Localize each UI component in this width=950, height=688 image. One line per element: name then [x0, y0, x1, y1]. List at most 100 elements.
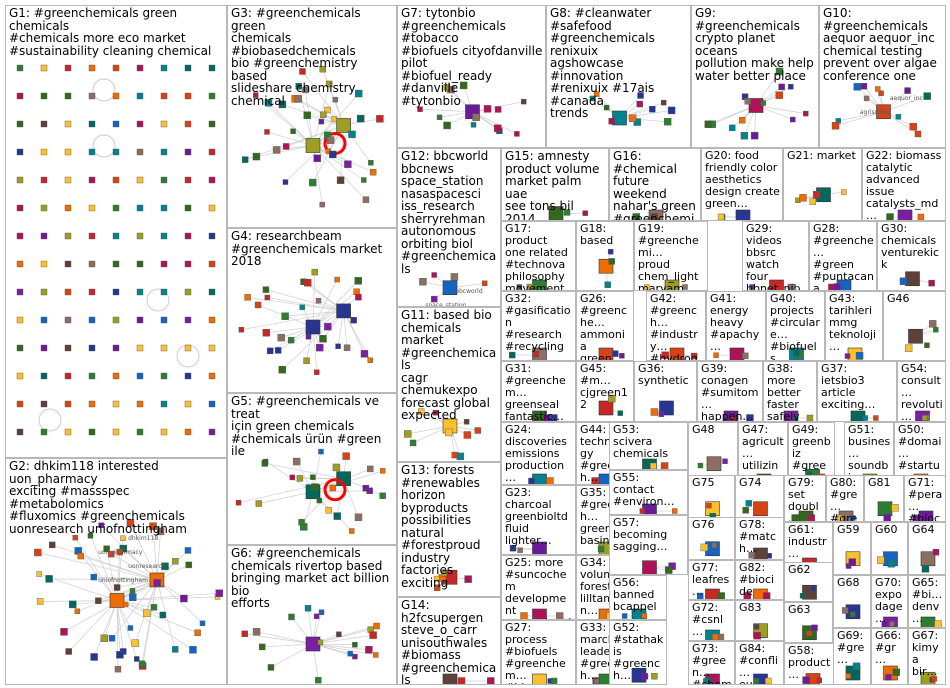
node[interactable]: [90, 653, 98, 661]
node[interactable]: [589, 95, 596, 102]
node[interactable]: [483, 105, 492, 113]
node[interactable]: [88, 232, 96, 240]
node[interactable]: [131, 639, 139, 647]
node[interactable]: [457, 677, 466, 685]
node[interactable]: [333, 512, 341, 520]
node[interactable]: [292, 457, 301, 466]
node[interactable]: [160, 260, 168, 268]
node[interactable]: [36, 571, 42, 577]
node[interactable]: [40, 316, 48, 324]
node[interactable]: [787, 283, 795, 290]
node[interactable]: [349, 528, 355, 534]
node[interactable]: [326, 80, 333, 88]
node[interactable]: [160, 232, 168, 240]
node[interactable]: [766, 553, 772, 559]
node[interactable]: [603, 104, 610, 111]
node[interactable]: [319, 201, 325, 208]
node[interactable]: [16, 260, 24, 268]
node[interactable]: [745, 500, 752, 507]
node[interactable]: [373, 622, 380, 630]
hub-node[interactable]: [669, 347, 685, 361]
node[interactable]: [160, 176, 168, 184]
node[interactable]: [119, 544, 127, 553]
node[interactable]: [184, 120, 192, 128]
node[interactable]: [862, 415, 869, 421]
hub-node[interactable]: [877, 501, 893, 517]
node[interactable]: [64, 176, 72, 184]
node[interactable]: [184, 176, 192, 184]
node[interactable]: [344, 160, 352, 168]
node[interactable]: [136, 204, 144, 212]
node[interactable]: [546, 477, 554, 485]
node[interactable]: [431, 295, 438, 303]
node[interactable]: [591, 477, 599, 485]
node[interactable]: [418, 408, 425, 415]
node[interactable]: [811, 624, 818, 632]
node[interactable]: [921, 415, 928, 421]
node[interactable]: [160, 344, 168, 352]
hub-node[interactable]: [532, 673, 547, 685]
node[interactable]: [350, 316, 357, 324]
hub-node[interactable]: [659, 400, 674, 416]
node[interactable]: [886, 213, 894, 221]
node[interactable]: [317, 639, 324, 645]
node[interactable]: [928, 279, 935, 287]
node[interactable]: [16, 232, 24, 240]
node[interactable]: [278, 100, 287, 109]
node[interactable]: [189, 646, 197, 654]
node[interactable]: [923, 92, 931, 100]
node[interactable]: [543, 414, 551, 422]
node[interactable]: [136, 120, 144, 128]
node[interactable]: [336, 176, 345, 184]
node[interactable]: [160, 148, 168, 156]
node[interactable]: [563, 209, 571, 216]
node[interactable]: [342, 452, 350, 460]
node[interactable]: [441, 571, 447, 577]
node[interactable]: [508, 351, 516, 359]
node[interactable]: [252, 627, 261, 636]
node[interactable]: [474, 427, 482, 434]
node[interactable]: [112, 372, 120, 380]
node[interactable]: [294, 95, 302, 103]
node[interactable]: [722, 458, 728, 464]
node[interactable]: [332, 463, 341, 472]
node[interactable]: [729, 415, 735, 421]
node[interactable]: [899, 277, 908, 285]
node[interactable]: [628, 114, 637, 122]
node[interactable]: [113, 584, 121, 591]
node[interactable]: [40, 176, 48, 184]
node[interactable]: [136, 288, 144, 296]
node[interactable]: [160, 204, 168, 212]
node[interactable]: [303, 111, 311, 119]
node[interactable]: [749, 284, 755, 290]
node[interactable]: [272, 146, 281, 154]
node[interactable]: [112, 400, 120, 408]
node[interactable]: [528, 477, 535, 484]
node[interactable]: [184, 148, 192, 156]
node[interactable]: [932, 548, 940, 556]
node[interactable]: [550, 677, 558, 684]
node[interactable]: [77, 552, 84, 560]
node[interactable]: [844, 353, 851, 359]
node[interactable]: [264, 294, 271, 301]
node[interactable]: [88, 120, 96, 128]
node[interactable]: [136, 176, 144, 184]
node[interactable]: [753, 631, 761, 640]
node[interactable]: [136, 400, 144, 408]
node[interactable]: [417, 106, 423, 112]
node[interactable]: [16, 204, 24, 212]
node[interactable]: [704, 120, 713, 128]
node[interactable]: [116, 651, 124, 659]
node[interactable]: [184, 260, 192, 268]
node[interactable]: [88, 428, 96, 436]
node[interactable]: [368, 160, 374, 166]
node[interactable]: [112, 204, 120, 212]
node[interactable]: [112, 316, 120, 324]
node[interactable]: [873, 415, 879, 421]
node[interactable]: [262, 328, 271, 337]
node[interactable]: [762, 592, 771, 600]
node[interactable]: [597, 545, 605, 553]
node[interactable]: [310, 474, 316, 480]
node[interactable]: [651, 672, 658, 680]
node[interactable]: [703, 678, 709, 684]
